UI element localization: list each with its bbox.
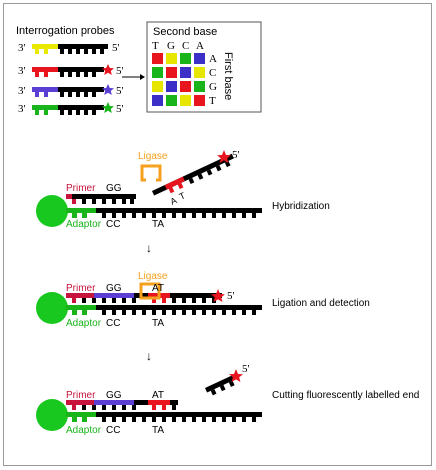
matrix-cell: [194, 67, 205, 78]
svg-text:5': 5': [116, 85, 124, 97]
step-hybridization: 5' Ligase Primer GG Adaptor CC TA A T Hy…: [36, 149, 330, 230]
step-ligation: 5' Ligase Primer GG AT Adaptor CC TA Lig…: [36, 271, 370, 329]
svg-text:5': 5': [242, 363, 250, 375]
fluor-star-icon: [102, 84, 114, 95]
svg-text:5': 5': [232, 149, 240, 161]
matrix-cell: [152, 81, 163, 92]
step-label-ligation: Ligation and detection: [272, 298, 370, 309]
bead: [36, 195, 68, 227]
ligase-icon: [140, 164, 162, 182]
probe-green: 3' 5': [18, 102, 124, 115]
matrix-cell: [152, 95, 163, 106]
svg-text:TA: TA: [152, 219, 164, 230]
svg-text:T: T: [209, 95, 216, 107]
svg-text:3': 3': [18, 103, 26, 115]
svg-text:5': 5': [227, 290, 235, 302]
fluor-star-icon: [217, 150, 231, 163]
svg-text:C: C: [209, 67, 216, 79]
matrix-cell: [166, 81, 177, 92]
svg-text:CC: CC: [106, 425, 120, 436]
first-base-label: First base: [222, 52, 234, 100]
svg-text:A: A: [209, 53, 217, 65]
arrow-to-matrix-icon: [122, 74, 145, 80]
fluor-star-icon: [102, 64, 114, 75]
matrix-cell: [180, 53, 191, 64]
probes-title: Interrogation probes: [16, 25, 115, 37]
svg-text:Adaptor: Adaptor: [66, 425, 102, 436]
svg-text:G: G: [209, 81, 217, 93]
svg-text:AT: AT: [152, 283, 164, 294]
ligase-icon: [139, 282, 161, 300]
probe-blue: 3' 5': [18, 84, 124, 97]
matrix-cell: [166, 67, 177, 78]
svg-text:GG: GG: [106, 283, 122, 294]
svg-text:5': 5': [116, 65, 124, 77]
svg-text:T: T: [152, 40, 159, 52]
second-base-label: Second base: [153, 26, 217, 38]
fluor-star-icon: [102, 102, 114, 113]
step-label-cutting: Cutting fluorescently labelled end: [272, 390, 419, 401]
svg-text:Adaptor: Adaptor: [66, 318, 102, 329]
svg-text:Primer: Primer: [66, 183, 96, 194]
ligase-label: Ligase: [138, 151, 168, 162]
svg-text:A: A: [196, 40, 204, 52]
fluor-star-icon: [229, 369, 243, 382]
svg-text:3': 3': [18, 85, 26, 97]
matrix-cell: [194, 95, 205, 106]
svg-text:A: A: [169, 195, 179, 207]
svg-text:Primer: Primer: [66, 283, 96, 294]
svg-text:3': 3': [18, 42, 26, 54]
svg-text:T: T: [178, 190, 188, 202]
column-base-labels: T G C A: [152, 40, 204, 52]
matrix-cell: [180, 95, 191, 106]
row-base-labels: A C G T: [209, 53, 217, 107]
svg-text:5': 5': [116, 103, 124, 115]
svg-text:5': 5': [112, 42, 120, 54]
bead: [36, 292, 68, 324]
svg-text:G: G: [167, 40, 175, 52]
svg-text:CC: CC: [106, 219, 120, 230]
fluor-star-icon: [211, 289, 225, 302]
probe-yellow: 3' 5': [18, 42, 120, 54]
matrix-cell: [152, 67, 163, 78]
matrix-cell: [166, 53, 177, 64]
svg-text:GG: GG: [106, 183, 122, 194]
step-arrow-1-icon: ↓: [146, 241, 152, 255]
matrix-cell: [152, 53, 163, 64]
step-arrow-2-icon: ↓: [146, 349, 152, 363]
step-cutting: 5' Primer GG AT Adaptor CC TA Cutting fl…: [36, 363, 419, 436]
probe-red: 3' 5': [18, 64, 124, 77]
svg-text:TA: TA: [152, 425, 164, 436]
matrix-cell: [194, 81, 205, 92]
figure-frame: [3, 3, 432, 466]
step-label-hybridization: Hybridization: [272, 201, 330, 212]
svg-text:Adaptor: Adaptor: [66, 219, 102, 230]
svg-text:TA: TA: [152, 318, 164, 329]
svg-text:CC: CC: [106, 318, 120, 329]
svg-text:Primer: Primer: [66, 390, 96, 401]
bead: [36, 399, 68, 431]
matrix-cell: [180, 81, 191, 92]
svg-text:AT: AT: [152, 390, 164, 401]
color-matrix: [152, 53, 205, 106]
matrix-cell: [166, 95, 177, 106]
matrix-cell: [194, 53, 205, 64]
svg-text:GG: GG: [106, 390, 122, 401]
matrix-cell: [180, 67, 191, 78]
ligase-label: Ligase: [138, 271, 168, 282]
svg-text:C: C: [182, 40, 189, 52]
svg-text:3': 3': [18, 65, 26, 77]
